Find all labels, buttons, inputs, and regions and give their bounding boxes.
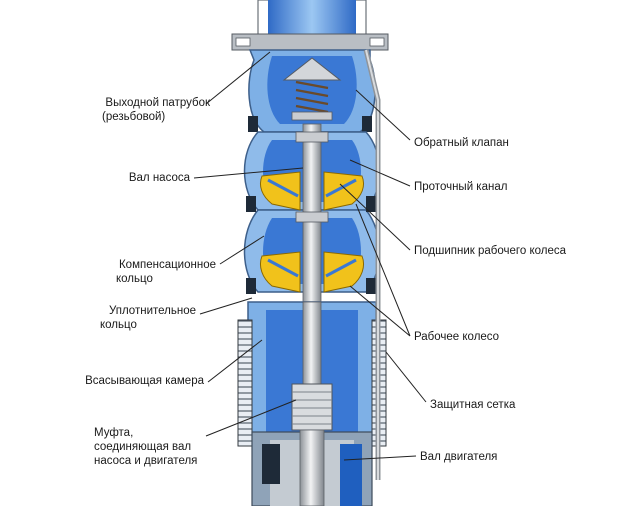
label-outlet: Выходной патрубок (резьбовой) <box>102 97 210 123</box>
leader-lines-left <box>193 51 304 437</box>
check-valve-housing <box>248 49 376 133</box>
label-protective-screen: Защитная сетка <box>430 399 516 411</box>
label-flow-channel: Проточный канал <box>414 181 508 193</box>
label-pump-shaft: Вал насоса <box>128 172 190 184</box>
impeller-upper <box>259 171 365 211</box>
motor-section <box>251 429 373 507</box>
label-impeller: Рабочее колесо <box>414 331 500 343</box>
valve-spring <box>295 80 329 114</box>
leader-lines-right <box>339 89 427 461</box>
label-check-valve: Обратный клапан <box>414 137 509 149</box>
outlet-pipe <box>231 0 389 51</box>
casing-bolts <box>246 196 376 294</box>
label-compensation-ring: Компенсационное кольцо <box>116 259 216 285</box>
label-suction-chamber: Всасывающая камера <box>85 375 204 387</box>
impeller-lower <box>259 251 365 293</box>
coupling <box>291 383 333 431</box>
label-seal-ring: Уплотнительное кольцо <box>100 305 196 331</box>
label-coupling: Муфта, соединяющая вал насоса и двигател… <box>94 427 198 467</box>
label-motor-shaft: Вал двигателя <box>420 451 498 463</box>
label-impeller-bearing: Подшипник рабочего колеса <box>414 245 566 257</box>
